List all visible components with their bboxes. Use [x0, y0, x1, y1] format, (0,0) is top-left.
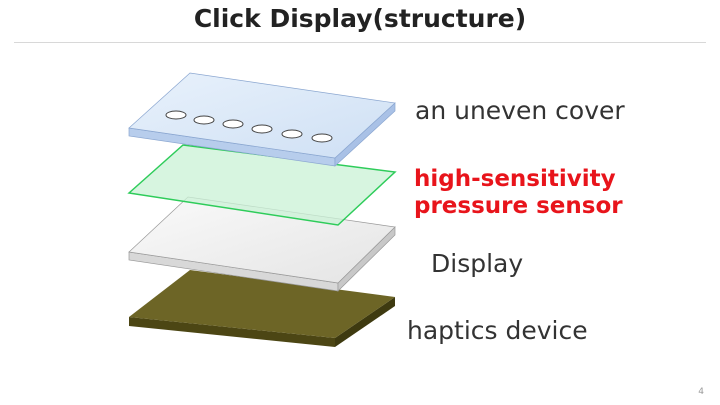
sensor-label-line1: high-sensitivity	[414, 166, 616, 192]
pressure-sensor-layer	[127, 144, 397, 226]
uneven-cover-layer	[128, 72, 396, 167]
sensor-label: high-sensitivity pressure sensor	[414, 166, 623, 220]
haptics-label: haptics device	[407, 316, 588, 345]
haptics-device-layer	[129, 270, 395, 347]
cover-bumps	[165, 110, 333, 143]
page-number: 4	[698, 387, 704, 397]
display-label: Display	[431, 249, 524, 278]
title-divider	[14, 42, 706, 43]
slide-title: Click Display(structure)	[193, 4, 527, 33]
sensor-label-line2: pressure sensor	[414, 193, 623, 219]
cover-label: an uneven cover	[415, 96, 625, 125]
